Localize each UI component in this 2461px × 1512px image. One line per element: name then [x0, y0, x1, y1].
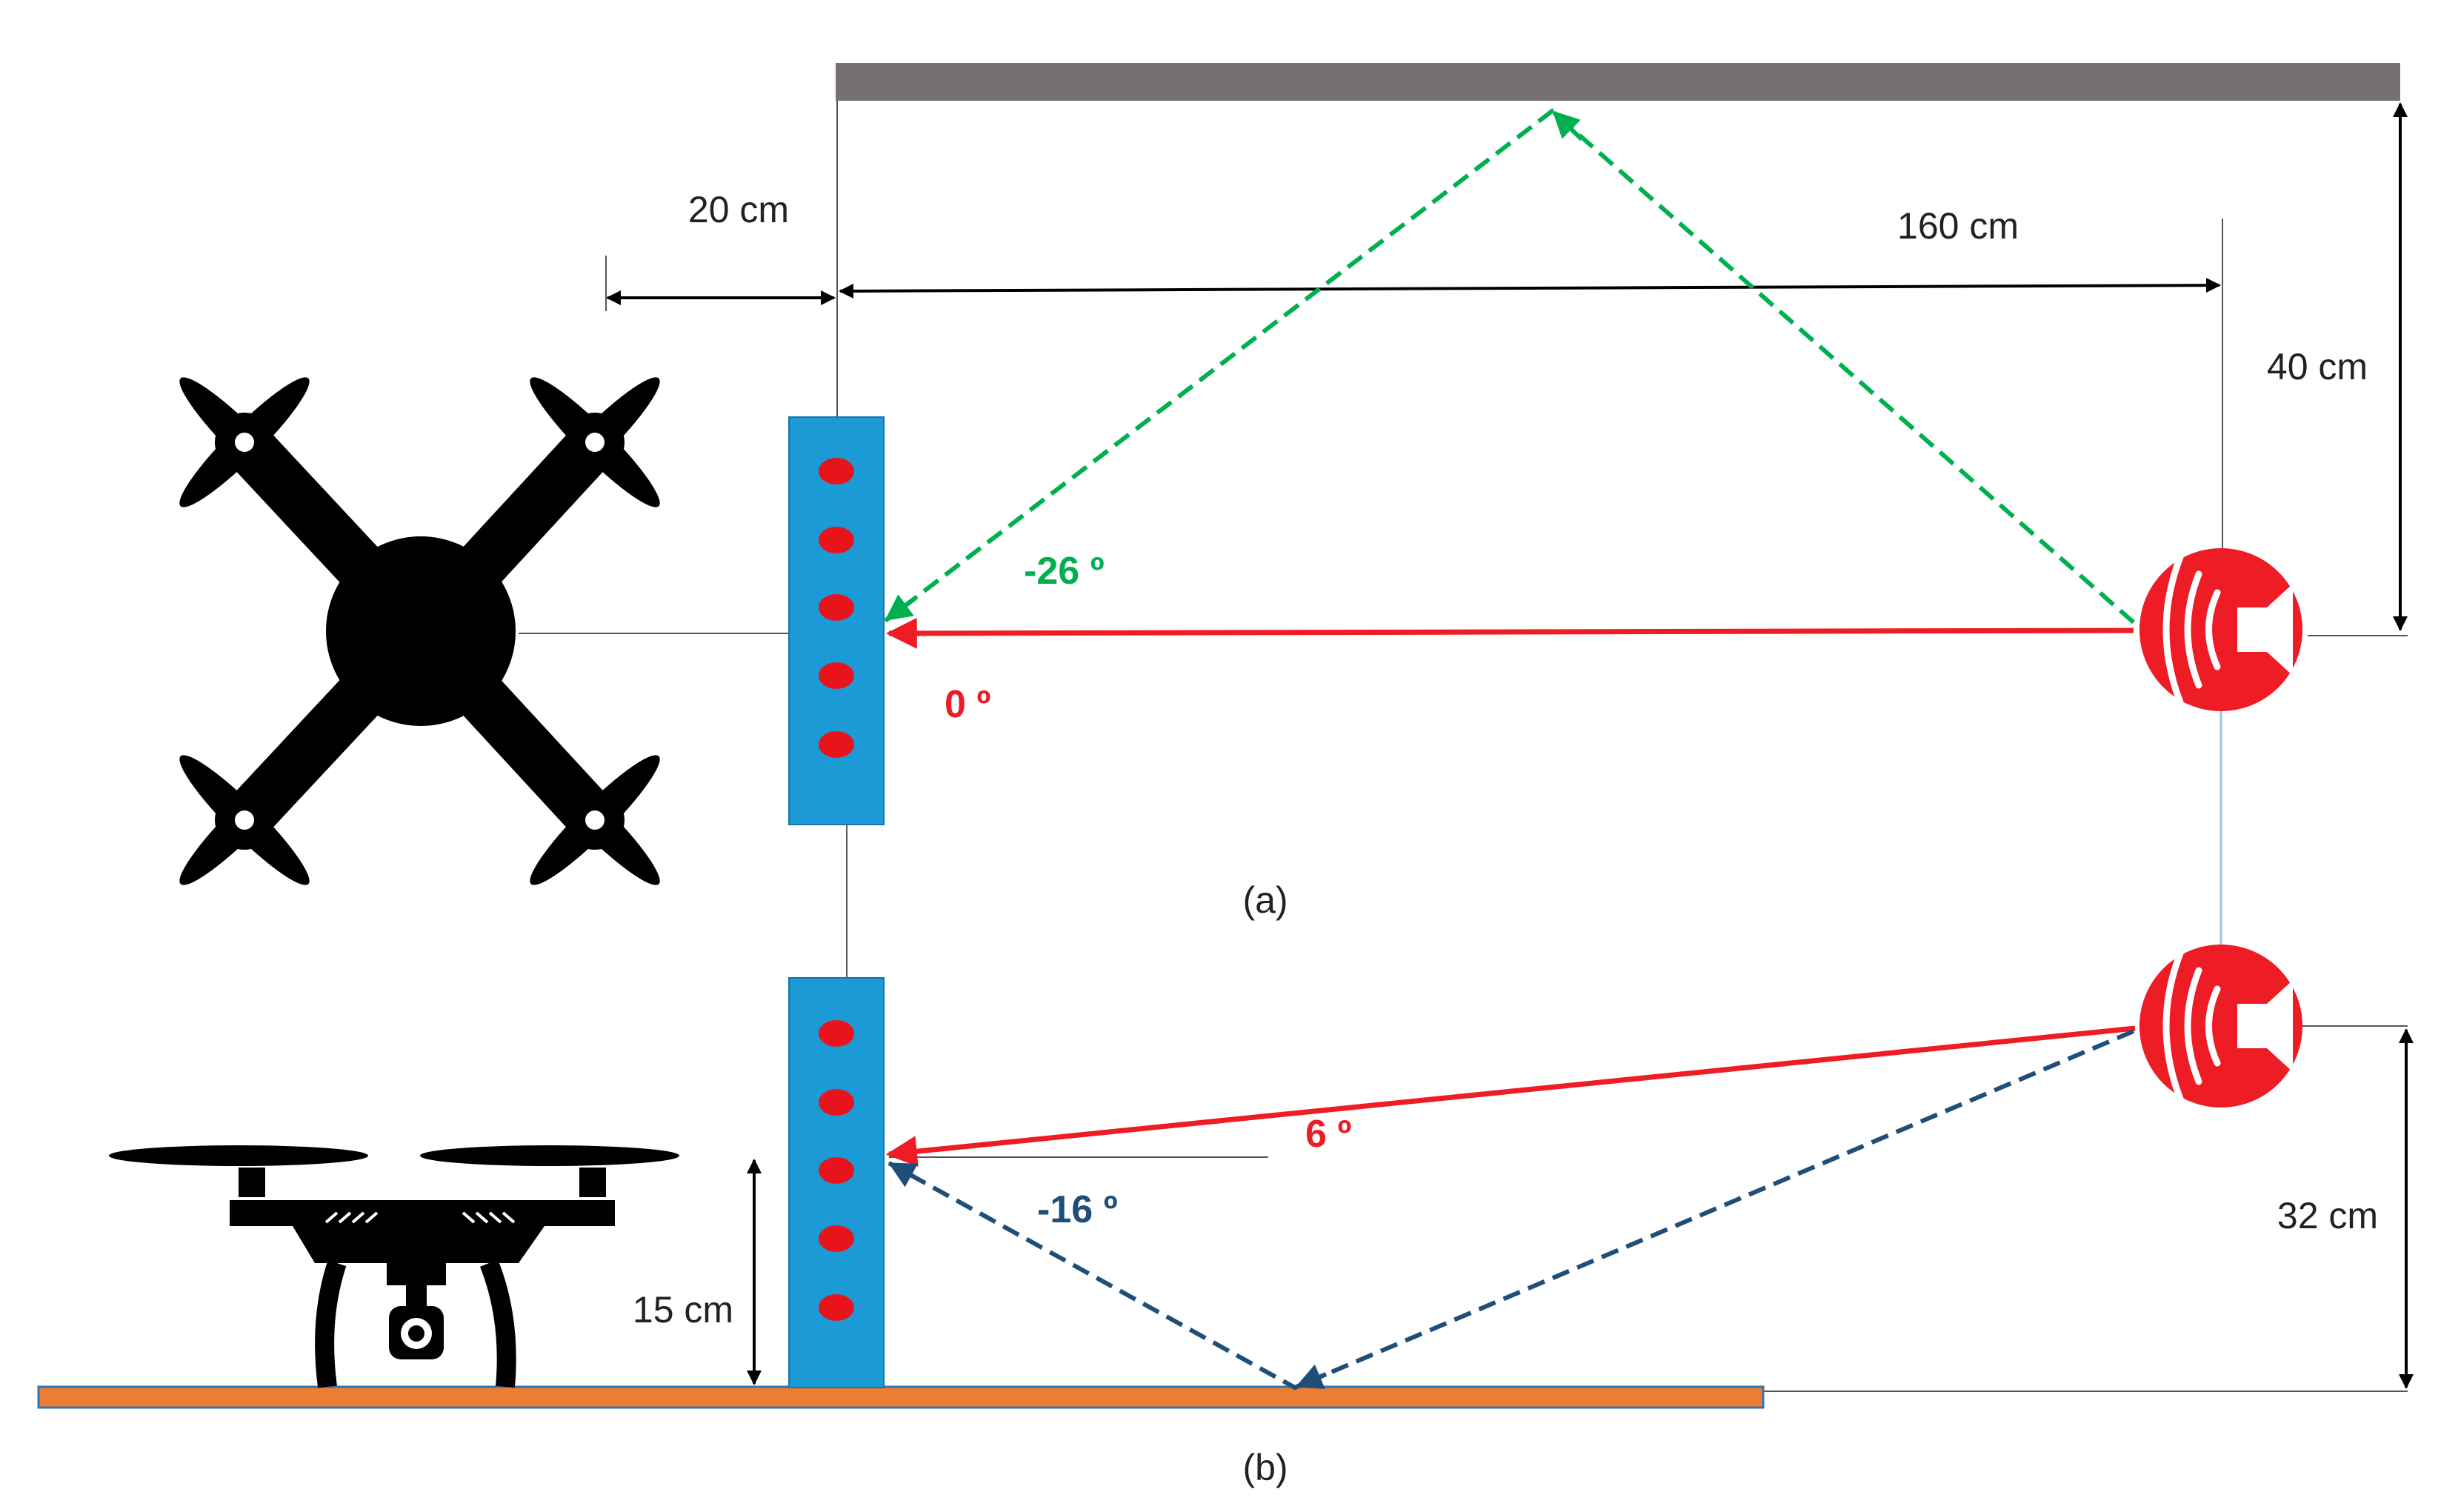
wall-reflection-arrow-incident	[1552, 110, 1584, 141]
wall-reflection-arrow-arrival	[885, 594, 916, 622]
mic-dot	[819, 731, 854, 758]
panel-label-a: (a)	[1242, 879, 1288, 921]
dim-label-source-distance: 160 cm	[1897, 205, 2019, 247]
mic-dot	[819, 527, 854, 553]
mic-dot	[819, 1020, 854, 1047]
angle-label-wall-reflection: -26 º	[1024, 550, 1105, 593]
dim-label-mic-offset: 20 cm	[688, 189, 789, 230]
dim-line-source-distance	[839, 278, 2221, 299]
floor-reflection-path	[888, 1029, 2135, 1391]
loudspeaker-icon	[2139, 945, 2302, 1108]
mic-dot	[819, 1294, 854, 1321]
angle-label-direct-top: 0 º	[945, 683, 990, 726]
floor	[37, 1385, 1765, 1409]
mic-dot	[819, 594, 854, 621]
mic-dot	[819, 458, 854, 484]
mic-dot	[819, 1089, 854, 1116]
mic-dot	[819, 662, 854, 689]
loudspeaker-icon	[2139, 548, 2302, 711]
direct-path-side	[885, 1025, 2136, 1168]
panel-label-b: (b)	[1242, 1447, 1288, 1488]
quadcopter-top-view-icon	[179, 377, 660, 885]
dim-label-mic-height: 15 cm	[633, 1289, 733, 1331]
dim-label-wall-distance: 40 cm	[2267, 346, 2368, 387]
floor-reflection-arrow-incident	[1295, 1364, 1328, 1390]
microphone-array-top	[788, 416, 885, 825]
angle-label-floor-reflection: -16 º	[1037, 1188, 1118, 1231]
quadcopter-side-view-icon	[109, 1145, 679, 1388]
reference-lines	[519, 101, 2408, 1392]
floor-reflection-arrow-arrival	[888, 1162, 920, 1188]
mic-dot	[819, 1157, 854, 1184]
angle-label-direct-side: 6 º	[1305, 1113, 1351, 1156]
direct-path-top	[885, 617, 2134, 649]
dim-label-source-height: 32 cm	[2277, 1195, 2378, 1236]
microphone-array-side	[788, 977, 885, 1388]
mic-dot	[819, 1225, 854, 1252]
wall	[836, 63, 2400, 101]
wall-reflection-path	[884, 108, 2135, 625]
